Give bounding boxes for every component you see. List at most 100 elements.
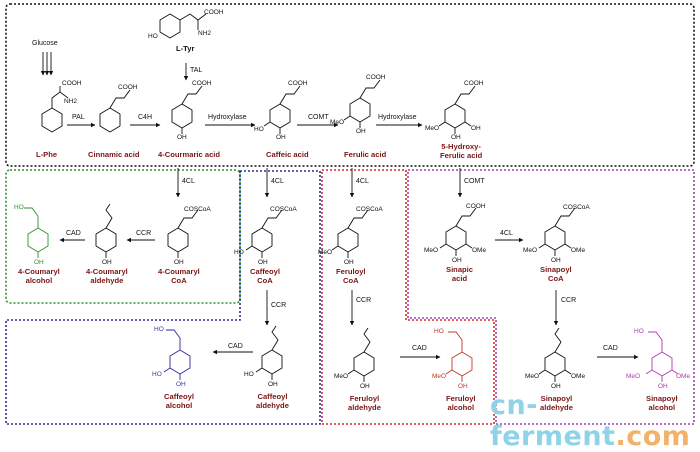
sinapoyl-alcohol-ho-label: HO [634,328,644,335]
caffeic-structure [263,85,301,134]
enzyme-comt-1: COMT [308,114,329,121]
enzyme-cad-b: CAD [228,343,243,350]
caffeic-oh-label: OH [276,134,286,141]
compound-glucose: Glucose [32,40,58,47]
coumaryl-aldehyde-structure [95,203,117,258]
cinnamic-cooh-label: COOH [118,84,138,91]
enzyme-comt-2: COMT [464,178,485,185]
caffeoyl-box [5,170,321,425]
lphe-nh2-label: NH2 [64,98,78,105]
enzyme-cad-c: CAD [412,345,427,352]
sinapoyl-coa-ome-label: OMe [571,247,586,254]
feruloyl-box [321,169,495,425]
sinapyl-box [407,169,695,425]
main-pathway-box [5,3,695,167]
sinapoyl-coa-oh-label: OH [551,257,561,264]
coumaryl-alcohol-structure [24,207,49,258]
compound-sinapoyl-coa: Sinapoyl CoA [540,265,572,283]
feruloyl-aldehyde-oh-label: OH [360,383,370,390]
sinapic-cooh-label: COOH [466,203,486,210]
compound-ltyr: L-Tyr [176,44,195,53]
ltyr-nh2-label: NH2 [198,30,212,37]
sinapoyl-aldehyde-structure [538,327,572,382]
ferulic-cooh-label: COOH [366,74,386,81]
enzyme-cad-d: CAD [603,345,618,352]
l-tyr-structure [159,13,207,39]
sinapoyl-alcohol-meo-label: MeO [626,373,641,380]
feruloyl-coa-oh-label: OH [344,259,354,266]
enzyme-hydroxylase-2: Hydroxylase [378,114,417,121]
sinapoyl-alcohol-ome-label: OMe [676,373,691,380]
enzyme-cad-a: CAD [66,230,81,237]
hydroxyferulic-structure [438,85,476,134]
coumaric-oh-label: OH [177,134,187,141]
feruloyl-alcohol-meo-label: MeO [432,373,447,380]
feruloyl-aldehyde-structure [347,327,375,382]
coumaryl-alcohol-ho-label: HO [14,204,24,211]
sinapoyl-aldehyde-oh-label: OH [551,383,561,390]
coumaric-structure [171,85,203,134]
enzyme-tal: TAL [190,67,203,74]
enzyme-c4h: C4H [138,114,153,121]
ltyr-ho-label: HO [148,33,158,40]
feruloyl-coa-coscoa-label: COSCoA [356,206,383,213]
enzyme-pal: PAL [72,114,85,121]
caffeoyl-alcohol-oh-label: OH [176,381,186,388]
sinapoyl-aldehyde-ome-label: OMe [571,373,586,380]
caffeoyl-alcohol-ho-label: HO [152,371,162,378]
watermark-part2: .com [615,421,691,452]
caffeoyl-aldehyde-structure [255,325,283,380]
coumaryl-coa-structure [167,209,199,258]
coumaryl-coa-coscoa-label: COSCoA [184,206,211,213]
phenylpropanoid-pathway-diagram [5,3,695,425]
compound-hydroxyferulic: 5-Hydroxy- Ferulic acid [440,142,483,160]
ferulic-structure [343,79,381,128]
compound-ferulic: Ferulic acid [344,150,387,159]
coumaryl-alcohol-oh-label: OH [34,259,44,266]
coumaric-cooh-label: COOH [192,80,212,87]
sinapoyl-alcohol-structure [645,331,679,382]
ferulic-oh-label: OH [356,128,366,135]
feruloyl-coa-meo-label: MeO [318,249,333,256]
sinapic-meo-label: MeO [424,247,439,254]
watermark-part1: cn-ferment [490,390,616,452]
caffeoyl-coa-coscoa-label: COSCoA [270,206,297,213]
sinapic-structure [439,207,477,256]
ltyr-cooh-label: COOH [204,9,224,16]
caffeoyl-alcohol-ho-top-label: HO [154,326,164,333]
coumaryl-coa-oh-label: OH [174,259,184,266]
compound-coumaryl-coa: 4-Coumaryl CoA [158,267,200,285]
region-boxes [5,3,695,425]
hydroxyferulic-meo-label: MeO [425,125,440,132]
caffeoyl-aldehyde-oh-label: OH [268,381,278,388]
compound-lphe: L-Phe [36,150,58,159]
enzyme-4cl-d: 4CL [500,230,513,237]
watermark: cn-ferment.com [490,390,700,452]
molecules [24,13,679,382]
hydroxyferulic-cooh-label: COOH [464,80,484,87]
feruloyl-coa-structure [331,209,369,258]
cinnamic-structure [99,89,131,133]
compound-sinapoyl-alcohol: Sinapoyl alcohol [646,394,678,412]
compound-feruloyl-alcohol: Feruloyl alcohol [446,394,476,412]
coumaryl-box [5,169,241,304]
sinapic-ome-label: OMe [472,247,487,254]
enzyme-ccr-d: CCR [561,297,577,304]
feruloyl-alcohol-ho-label: HO [434,328,444,335]
ferulic-meo-label: MeO [330,119,345,126]
caffeoyl-coa-structure [245,209,283,258]
caffeoyl-coa-oh-label: OH [258,259,268,266]
compound-sinapic: Sinapic acid [446,265,474,283]
pathway-arrows [40,52,639,360]
enzyme-ccr-c: CCR [356,297,372,304]
compound-sinapoyl-aldehyde: Sinapoyl aldehyde [540,394,573,412]
enzyme-4cl-c: 4CL [356,178,369,185]
caffeic-ho-label: HO [254,126,264,133]
caffeoyl-aldehyde-ho-label: HO [244,371,254,378]
compound-feruloyl-aldehyde: Feruloyl aldehyde [348,394,381,412]
compound-cinnamic: Cinnamic acid [88,150,140,159]
enzyme-4cl-b: 4CL [271,178,284,185]
hydroxyferulic-oh2-label: OH [471,125,481,132]
sinapoyl-coa-coscoa-label: COSCoA [563,204,590,211]
feruloyl-aldehyde-meo-label: MeO [334,373,349,380]
